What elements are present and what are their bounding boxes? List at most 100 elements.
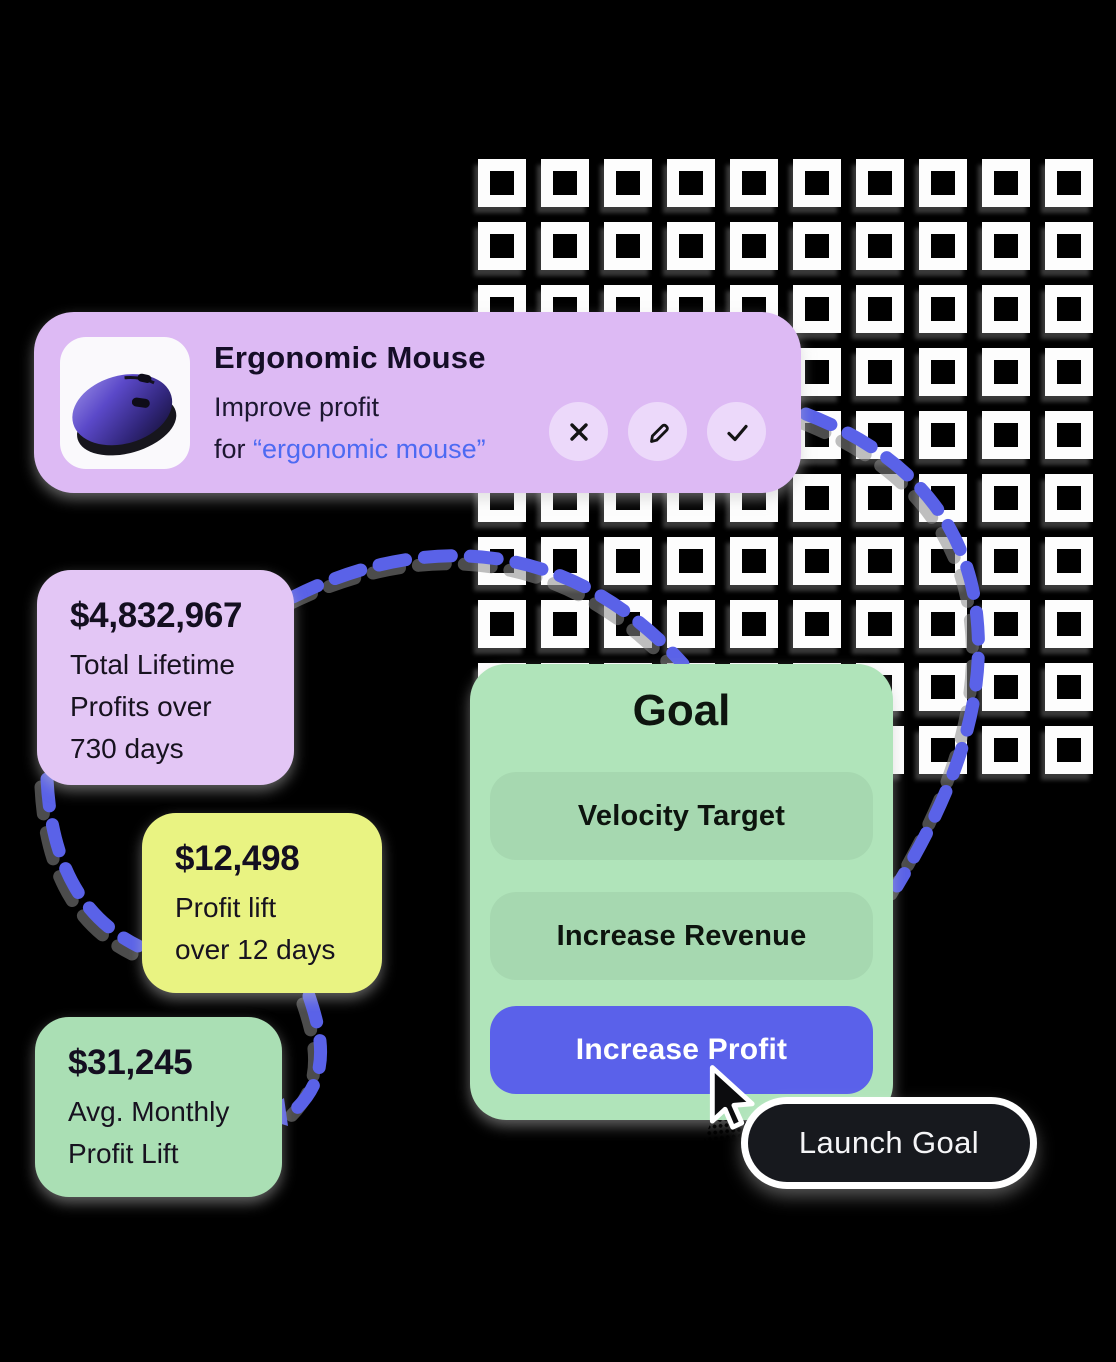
grid-square — [667, 537, 715, 585]
dashed-connector-bottom — [281, 989, 328, 1123]
grid-square — [604, 159, 652, 207]
grid-square — [1045, 159, 1093, 207]
grid-square — [1045, 285, 1093, 333]
goal-panel-title: Goal — [632, 686, 731, 735]
grid-square — [982, 285, 1030, 333]
grid-square — [541, 600, 589, 648]
grid-square — [982, 663, 1030, 711]
stat-value: $12,498 — [175, 839, 300, 878]
grid-square — [982, 537, 1030, 585]
grid-square — [919, 600, 967, 648]
grid-square — [856, 159, 904, 207]
grid-square — [667, 159, 715, 207]
grid-square — [667, 600, 715, 648]
grid-square — [919, 411, 967, 459]
grid-square — [793, 537, 841, 585]
grid-square — [982, 411, 1030, 459]
stat-label: Total Lifetime Profits over 730 days — [70, 644, 235, 770]
grid-square — [919, 474, 967, 522]
grid-square — [856, 222, 904, 270]
grid-square — [730, 222, 778, 270]
grid-square — [919, 537, 967, 585]
stat-label-line: over 12 days — [175, 934, 336, 965]
grid-square — [604, 222, 652, 270]
dashed-connector-left — [40, 772, 145, 953]
grid-square — [793, 348, 841, 396]
grid-square — [919, 285, 967, 333]
product-card: Ergonomic Mouse Improve profit for “ergo… — [34, 312, 801, 493]
stat-value: $4,832,967 — [70, 596, 243, 635]
grid-square — [478, 222, 526, 270]
grid-square — [982, 348, 1030, 396]
launch-goal-button[interactable]: Launch Goal — [748, 1104, 1030, 1182]
stat-value: $31,245 — [68, 1043, 193, 1082]
stat-label: Avg. Monthly Profit Lift — [68, 1091, 229, 1175]
grid-square — [856, 537, 904, 585]
product-image-mouse — [60, 337, 190, 469]
product-subtitle-line2: for “ergonomic mouse” — [214, 434, 486, 465]
grid-square — [730, 537, 778, 585]
goal-option-increase-profit-selected[interactable]: Increase Profit — [490, 1006, 873, 1094]
grid-square — [919, 222, 967, 270]
grid-square — [982, 474, 1030, 522]
subtitle-quoted-keyword: “ergonomic mouse” — [253, 434, 486, 464]
stat-label: Profit lift over 12 days — [175, 887, 335, 971]
grid-square — [982, 159, 1030, 207]
grid-square — [919, 663, 967, 711]
goal-option-velocity-target[interactable]: Velocity Target — [490, 772, 873, 860]
grid-square — [856, 285, 904, 333]
stat-card-profit-lift: $12,498 Profit lift over 12 days — [142, 813, 382, 993]
stat-label-line: Profits over — [70, 691, 212, 722]
grid-square — [478, 537, 526, 585]
grid-square — [1045, 411, 1093, 459]
grid-square — [1045, 726, 1093, 774]
grid-square — [793, 600, 841, 648]
grid-square — [667, 222, 715, 270]
grid-square — [919, 159, 967, 207]
grid-square — [541, 222, 589, 270]
goal-option-increase-revenue[interactable]: Increase Revenue — [490, 892, 873, 980]
connector-shadow — [34, 780, 139, 961]
grid-square — [730, 600, 778, 648]
grid-square — [982, 726, 1030, 774]
stat-label-line: Profit Lift — [68, 1138, 179, 1169]
grid-square — [856, 600, 904, 648]
grid-square — [478, 600, 526, 648]
grid-square — [919, 348, 967, 396]
grid-square — [541, 537, 589, 585]
stat-card-monthly-lift: $31,245 Avg. Monthly Profit Lift — [35, 1017, 282, 1197]
dismiss-button[interactable] — [549, 402, 608, 461]
grid-square — [793, 474, 841, 522]
product-title: Ergonomic Mouse — [214, 340, 486, 375]
stat-label-line: Total Lifetime — [70, 649, 235, 680]
grid-square — [730, 159, 778, 207]
grid-square — [1045, 537, 1093, 585]
stat-label-line: Avg. Monthly — [68, 1096, 230, 1127]
stat-label-line: 730 days — [70, 733, 184, 764]
edit-button[interactable] — [628, 402, 687, 461]
pencil-icon — [649, 423, 669, 443]
grid-square — [982, 600, 1030, 648]
grid-square — [793, 159, 841, 207]
subtitle-prefix: for — [214, 434, 254, 464]
grid-square — [919, 726, 967, 774]
grid-square — [856, 474, 904, 522]
grid-square — [856, 348, 904, 396]
grid-square — [856, 411, 904, 459]
grid-square — [793, 285, 841, 333]
grid-square — [982, 222, 1030, 270]
grid-square — [1045, 663, 1093, 711]
connector-shadow — [275, 997, 322, 1131]
grid-square — [1045, 600, 1093, 648]
x-icon — [569, 422, 588, 441]
grid-square — [1045, 222, 1093, 270]
grid-square — [478, 159, 526, 207]
stat-card-lifetime-profits: $4,832,967 Total Lifetime Profits over 7… — [37, 570, 294, 785]
grid-square — [541, 159, 589, 207]
stat-label-line: Profit lift — [175, 892, 277, 923]
grid-square — [604, 537, 652, 585]
confirm-button[interactable] — [707, 402, 766, 461]
grid-square — [1045, 474, 1093, 522]
mouse-photo-illustration — [72, 373, 177, 456]
